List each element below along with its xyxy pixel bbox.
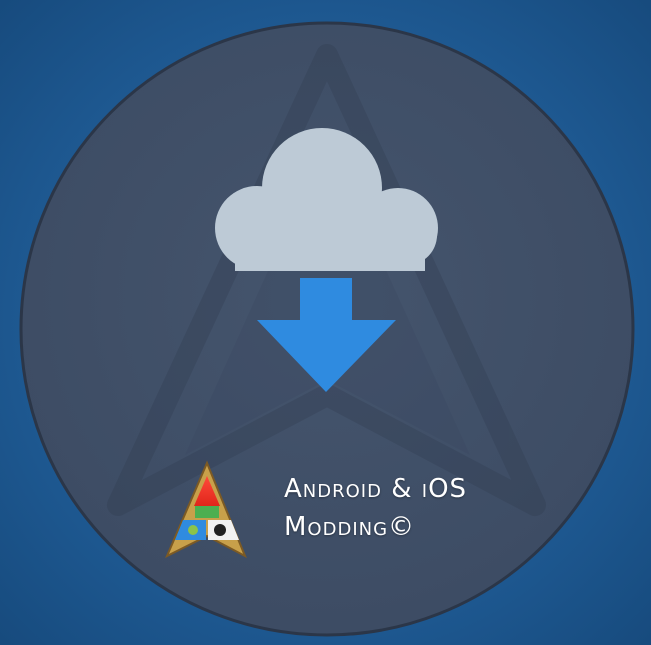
download-arrow-icon: [257, 278, 396, 392]
arrow-logo-icon: [165, 460, 247, 559]
logo-line-2: Modding©: [284, 512, 416, 542]
logo-line-1: Android & iOS: [284, 474, 468, 504]
cloud-icon: [215, 128, 438, 271]
logo-text: Android & iOS Modding©: [284, 470, 584, 546]
